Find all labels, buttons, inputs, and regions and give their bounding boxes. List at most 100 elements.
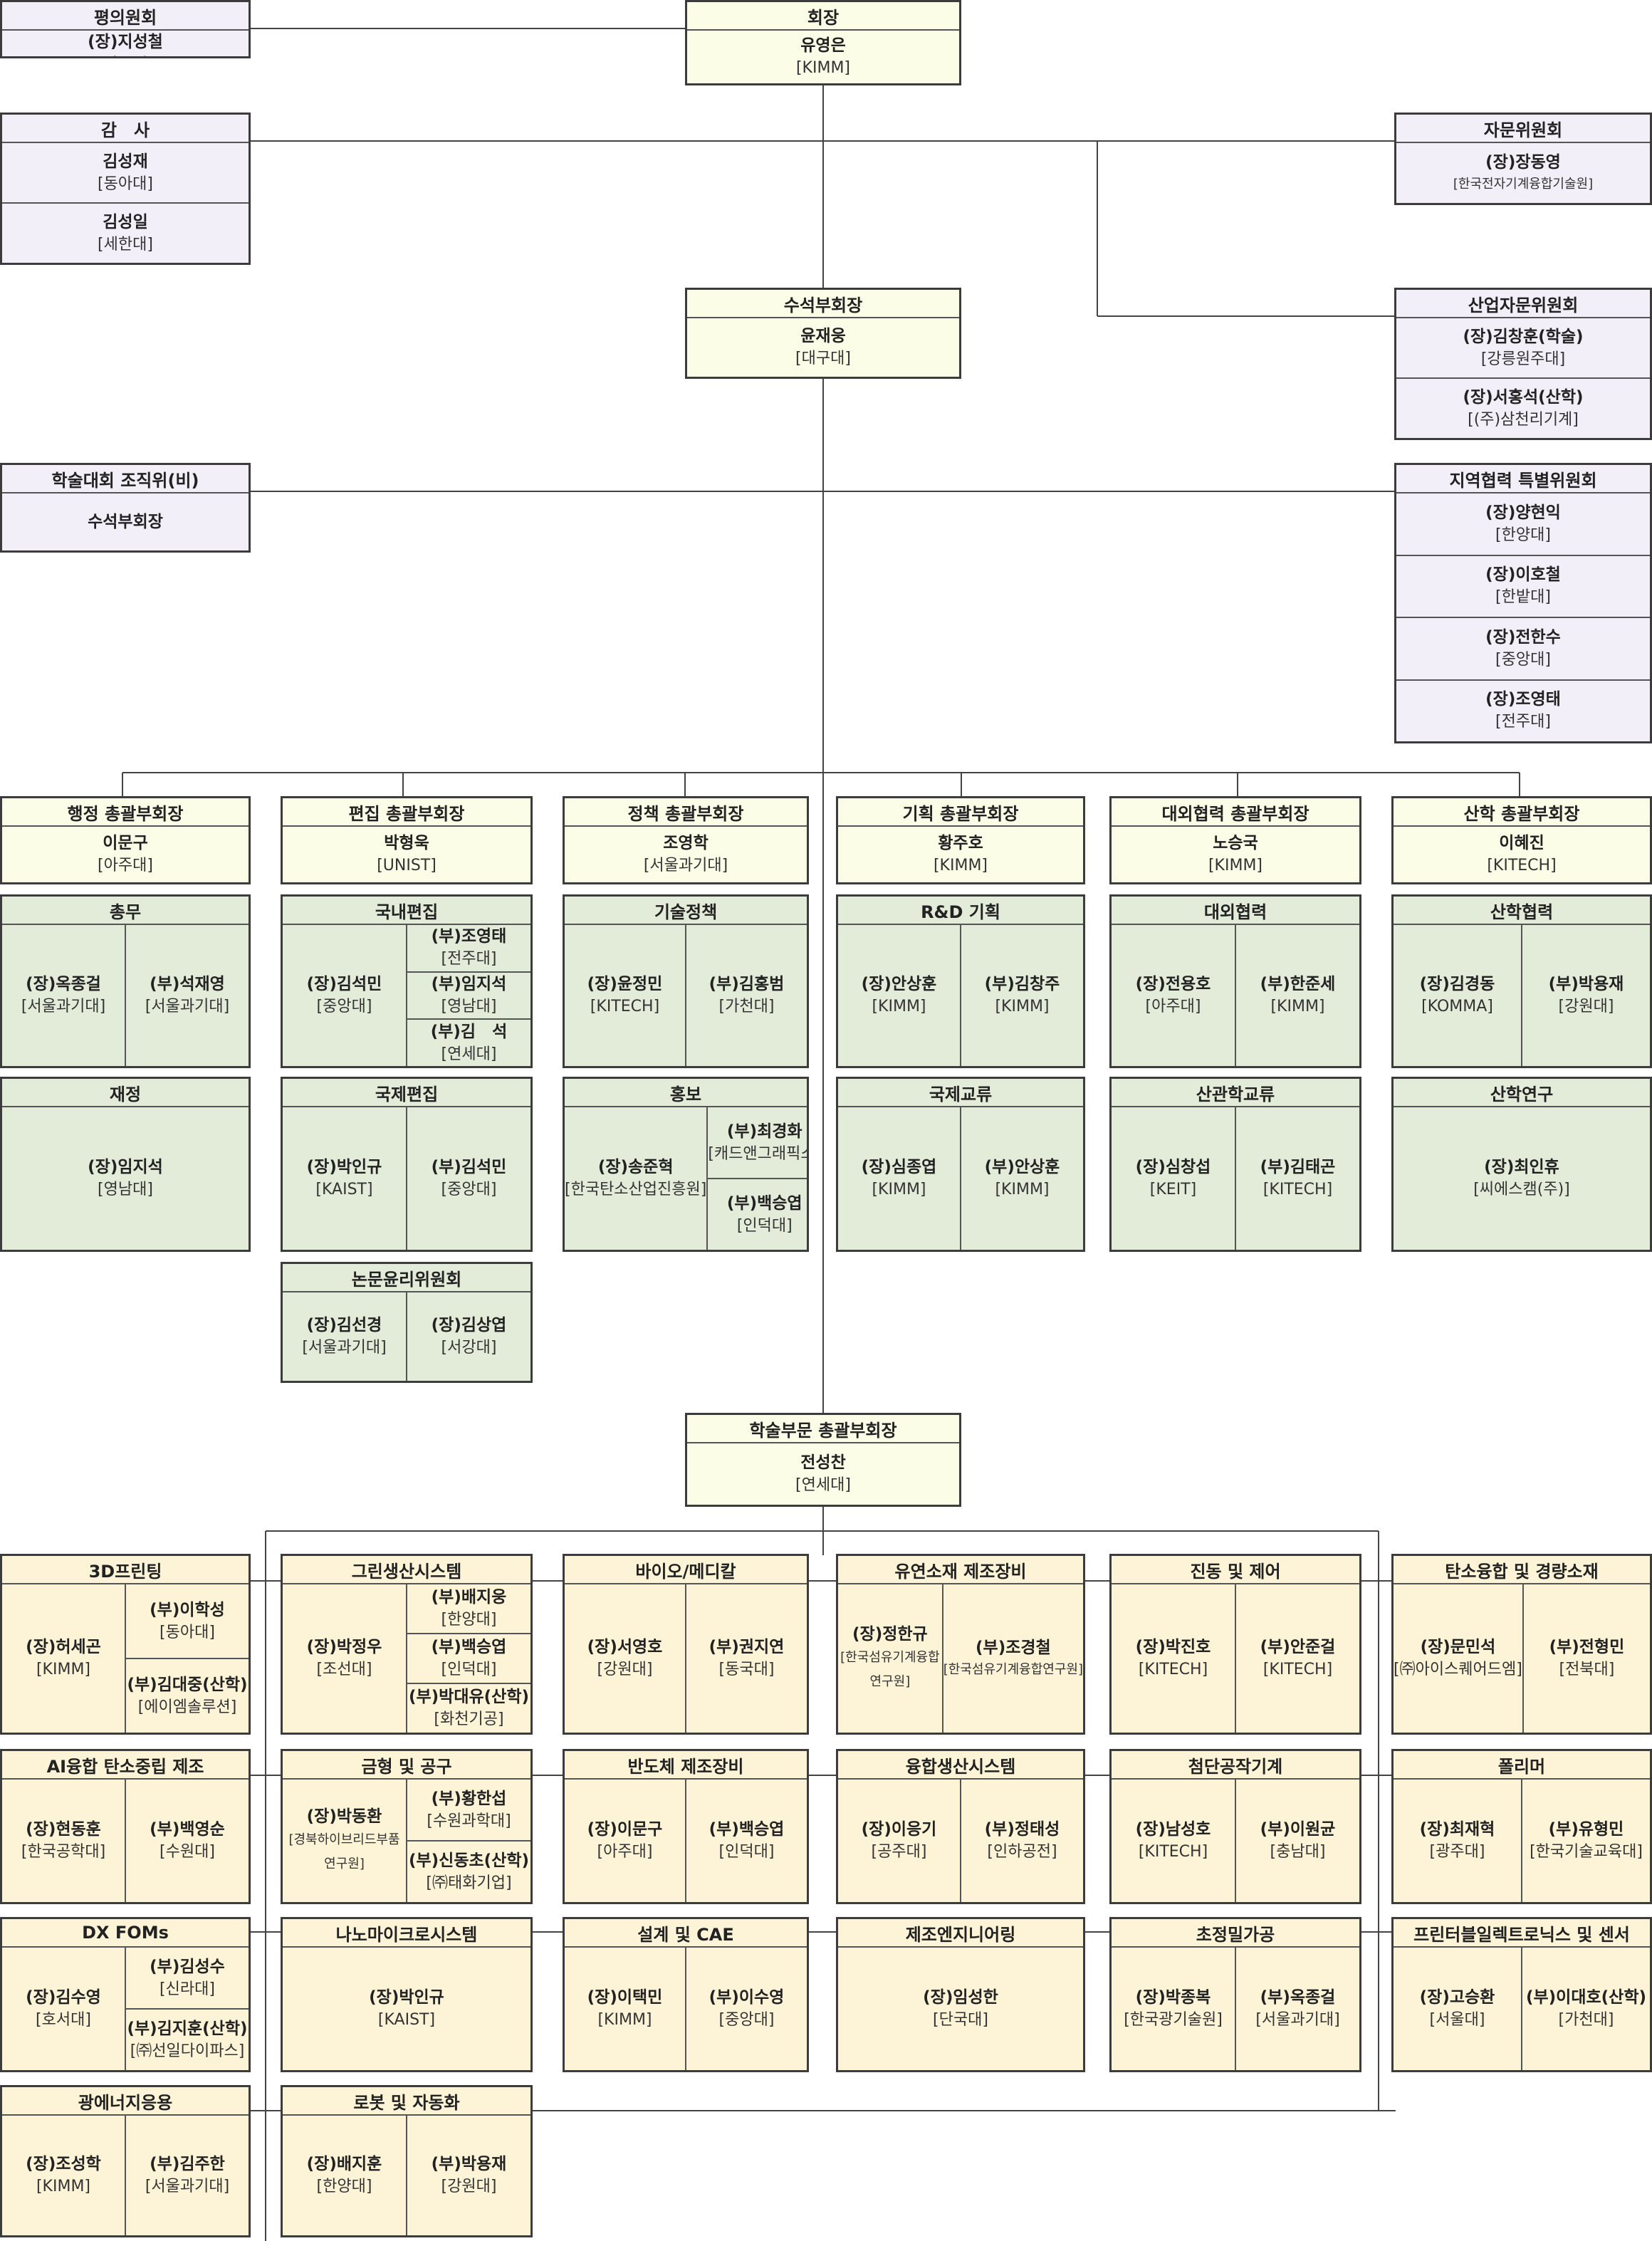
member-org: [호서대]	[36, 2011, 91, 2029]
right-column: (부)황한섭[수원과학대](부)신동초(산학)[㈜태화기업]	[406, 1780, 530, 1902]
member-org: [영남대]	[441, 998, 497, 1015]
member-org: [단국대]	[98, 53, 153, 56]
member-org: [KOMMA]	[1421, 998, 1493, 1015]
box-ind-research: 산학연구(장)최인휴[씨에스캠(주)]	[1391, 1077, 1652, 1252]
right-column: (부)조영태[전주대](부)임지석[영남대](부)김 석[연세대]	[406, 925, 530, 1066]
member-name: (장)안상훈	[861, 975, 937, 993]
member-org: [인덕대]	[736, 1216, 793, 1235]
member-name: (부)김태곤	[1260, 1158, 1336, 1176]
member-name: 유영은	[800, 36, 846, 55]
member-name: 조영학	[663, 834, 709, 852]
right-column: (부)김홍범[가천대]	[685, 925, 807, 1066]
box-title: 대외협력	[1112, 897, 1359, 925]
box-columns: (장)윤정민[KITECH](부)김홍범[가천대]	[565, 925, 807, 1066]
box-title: 행정 총괄부회장	[2, 798, 249, 827]
member: (장)박종복[한국광기술원]	[1112, 1948, 1235, 2070]
member: (장)박진호[KITECH]	[1112, 1584, 1235, 1733]
member: (장)남성호[KITECH]	[1112, 1780, 1235, 1902]
box-columns: (장)송준혁[한국탄소산업진흥원](부)최경화[캐드앤그래픽스](부)백승엽[인…	[565, 1107, 807, 1250]
member: 박형욱[UNIST]	[283, 827, 530, 882]
box-title: 국내편집	[283, 897, 530, 925]
box-columns: (장)이문구[아주대](부)백승엽[인덕대]	[565, 1780, 807, 1902]
member: (장)양현익[한양대]	[1396, 493, 1650, 555]
box-title: 홍보	[565, 1079, 807, 1107]
member-name: (장)박진호	[1135, 1638, 1211, 1656]
box-title: 로봇 및 자동화	[283, 2087, 530, 2116]
left-column: (장)최인휴[씨에스캠(주)]	[1394, 1107, 1650, 1250]
member-org: [KAIST]	[377, 2011, 436, 2029]
box-title: 광에너지응용	[2, 2087, 249, 2116]
member-org: [KIMM]	[872, 1181, 926, 1198]
box-advisory: 자문위원회(장)장동영[한국전자기계융합기술원]	[1394, 113, 1652, 205]
right-column: (부)백승엽[인덕대]	[685, 1780, 807, 1902]
member-name: (장)김경동	[1419, 975, 1495, 993]
member: (장)안상훈[KIMM]	[838, 925, 960, 1066]
member: (장)옥종걸[서울과기대]	[2, 925, 125, 1066]
member-name: (부)백승엽	[726, 1193, 803, 1213]
member-org: [수원대]	[160, 1843, 215, 1861]
member-name: (부)옥종걸	[1260, 1988, 1336, 2007]
left-column: (장)안상훈[KIMM]	[838, 925, 960, 1066]
member: 유영은 [KIMM]	[687, 31, 959, 83]
box-intl-exchange: 국제교류(장)심종엽[KIMM](부)안상훈[KIMM]	[836, 1077, 1085, 1252]
member-org: [서울과기대]	[302, 1339, 387, 1357]
box-columns: (장)남성호[KITECH](부)이원균[충남대]	[1112, 1780, 1359, 1902]
member-name: (장)박인규	[306, 1158, 382, 1176]
left-column: (장)김석민[중앙대]	[283, 925, 406, 1066]
box-title: 산학 총괄부회장	[1394, 798, 1650, 827]
member-name: (부)김대중(산학)	[127, 1675, 248, 1694]
left-column: (장)조성학[KIMM]	[2, 2116, 125, 2235]
box-columns: (장)전용호[아주대](부)한준세[KIMM]	[1112, 925, 1359, 1066]
member: (장)임성한[단국대]	[838, 1948, 1083, 2070]
box-columns: (장)임성한[단국대]	[838, 1948, 1083, 2070]
member: (장)허세곤[KIMM]	[2, 1584, 125, 1733]
member: (장)김선경 [서울과기대]	[283, 1292, 406, 1381]
box-title: 탄소융합 및 경량소재	[1394, 1556, 1650, 1584]
member: (장)고승환[서울대]	[1394, 1948, 1521, 2070]
member-name: (부)김 석	[430, 1022, 508, 1041]
member-name: (장)이응기	[861, 1820, 937, 1839]
box-columns: (장)문민석[㈜아이스퀘어드엠](부)전형민[전북대]	[1394, 1584, 1650, 1733]
member-name: (부)이수영	[709, 1988, 785, 2007]
box-intl-edit: 국제편집(장)박인규[KAIST](부)김석민[중앙대]	[281, 1077, 533, 1252]
left-column: (장)임지석[영남대]	[2, 1107, 249, 1250]
member-org: [수원과학대]	[427, 1812, 511, 1830]
right-column: (부)이대호(산학)[가천대]	[1521, 1948, 1650, 2070]
member-name: (장)박인규	[369, 1988, 444, 2007]
member-org: [한국기술교육대]	[1530, 1843, 1643, 1861]
member: (장)김경동 [KOMMA]	[1394, 925, 1521, 1066]
member-org: [강원대]	[597, 1661, 653, 1678]
member-org: [KIMM]	[795, 59, 851, 77]
member-org: [인덕대]	[441, 1661, 497, 1678]
box-ai: AI융합 탄소중립 제조(장)현동훈[한국공학대](부)백영순[수원대]	[0, 1749, 251, 1904]
member-name: (장)김선경	[306, 1316, 382, 1334]
member-name: (부)권지연	[709, 1638, 785, 1656]
box-columns: (장)허세곤[KIMM](부)이학성[동아대](부)김대중(산학)[에이엠솔루션…	[2, 1584, 249, 1733]
member-org: [동국대]	[718, 1661, 775, 1678]
member-org: [㈜태화기업]	[426, 1874, 512, 1892]
box-columns: (장)박동환[경북하이브리드부품연구원](부)황한섭[수원과학대](부)신동초(…	[283, 1780, 530, 1902]
box-title: 바이오/메디칼	[565, 1556, 807, 1584]
member-name: (부)박용재	[1548, 975, 1624, 993]
member-name: (장)전한수	[1485, 627, 1561, 647]
left-column: (장)정한규[한국섬유기계융합연구원]	[838, 1584, 942, 1733]
member-org: [단국대]	[933, 2011, 988, 2029]
box-title: 첨단공작기계	[1112, 1751, 1359, 1780]
box-ultra: 초정밀가공(장)박종복[한국광기술원](부)옥종걸[서울과기대]	[1109, 1917, 1361, 2072]
left-column: (장)윤정민[KITECH]	[565, 925, 685, 1066]
box-photon: 광에너지응용(장)조성학[KIMM](부)김주한[서울과기대]	[0, 2085, 251, 2237]
member-org: [한양대]	[441, 1611, 497, 1629]
box-body: 이문구[아주대]	[2, 827, 249, 882]
member-name: (장)고승환	[1419, 1988, 1495, 2007]
member-org: [KIMM]	[933, 857, 988, 874]
member-org: [전주대]	[441, 950, 497, 968]
box-columns: (장)배지훈[한양대](부)박용재[강원대]	[283, 2116, 530, 2235]
member: (장)박인규[KAIST]	[283, 1107, 406, 1250]
member-name: (부)유형민	[1548, 1820, 1624, 1839]
member: (부)신동초(산학)[㈜태화기업]	[407, 1840, 530, 1902]
member: (부)박용재[강원대]	[407, 2116, 530, 2235]
